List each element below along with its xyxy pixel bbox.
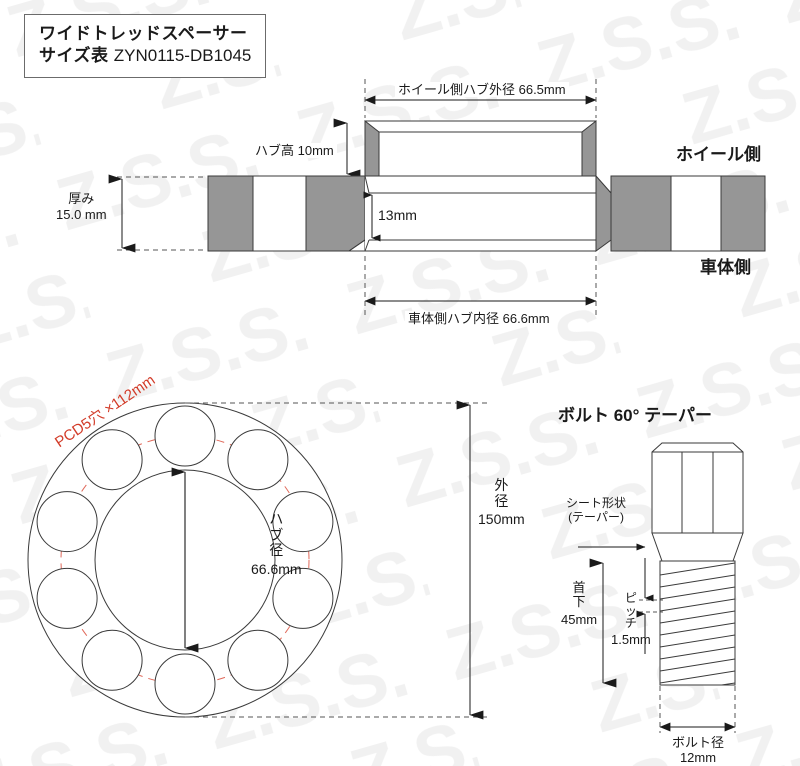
dim-hub-diameter-label-char1: ハ <box>269 511 284 527</box>
dim-pitch: ピ ッ チ 1.5mm <box>611 592 651 647</box>
dim-bolt-diameter-label: ボルト径 <box>671 735 724 750</box>
title-line1: ワイドトレッドスペーサー <box>39 24 248 43</box>
dim-under-head-label-char2: 下 <box>572 594 586 610</box>
dim-hub-diameter-value: 66.6mm <box>251 561 302 578</box>
title-box: ワイドトレッドスペーサー サイズ表 ZYN0115-DB1045 <box>24 14 267 78</box>
label-seat-shape-line2: (テーパー) <box>568 510 624 525</box>
dim-under-head-value: 45mm <box>561 611 598 627</box>
dim-bolt-diameter-value: 12mm <box>679 749 717 765</box>
product-code: ZYN0115-DB1045 <box>113 46 252 66</box>
label-seat-shape: シート形状 (テーパー) <box>566 496 626 524</box>
dim-under-head: 首 下 45mm <box>561 580 598 627</box>
dim-bolt-diameter: ボルト径 12mm <box>658 735 738 765</box>
dim-hub-height: ハブ高 10mm <box>252 143 337 159</box>
dim-hub-diameter: ハ ブ 径 66.6mm <box>251 511 302 578</box>
label-seat-shape-line1: シート形状 <box>566 496 627 510</box>
dim-under-head-label-char1: 首 <box>572 580 586 595</box>
dim-thickness-label: 厚み <box>68 191 95 206</box>
dim-thickness: 厚み 15.0 mm <box>56 192 107 222</box>
dim-pitch-label-char3: チ <box>624 616 637 631</box>
label-body-side: 車体側 <box>700 258 751 277</box>
dim-hub-diameter-label-char3: 径 <box>269 542 284 559</box>
dim-pitch-value: 1.5mm <box>611 632 651 648</box>
label-wheel-side: ホイール側 <box>676 145 761 164</box>
dim-outer-diameter-value: 150mm <box>478 511 525 528</box>
dim-thickness-value: 15.0 mm <box>56 206 107 222</box>
dim-hub-outer-diameter: ホイール側ハブ外径 66.5mm <box>395 82 569 98</box>
bolt-title: ボルト 60° テーパー <box>558 406 712 425</box>
dim-pitch-label-char1: ピ <box>624 591 637 605</box>
dim-outer-diameter-label-char1: 外 <box>494 477 509 493</box>
dim-hub-inner-diameter: 車体側ハブ内径 66.6mm <box>405 311 553 327</box>
dim-outer-diameter-label-char2: 径 <box>494 492 509 509</box>
title-size-table-label: サイズ表 <box>39 46 109 66</box>
dim-inner-step: 13mm <box>378 207 417 223</box>
title-line2: サイズ表 ZYN0115-DB1045 <box>39 45 251 67</box>
dim-outer-diameter: 外 径 150mm <box>478 477 525 528</box>
dim-hub-diameter-label-char2: ブ <box>269 526 284 543</box>
